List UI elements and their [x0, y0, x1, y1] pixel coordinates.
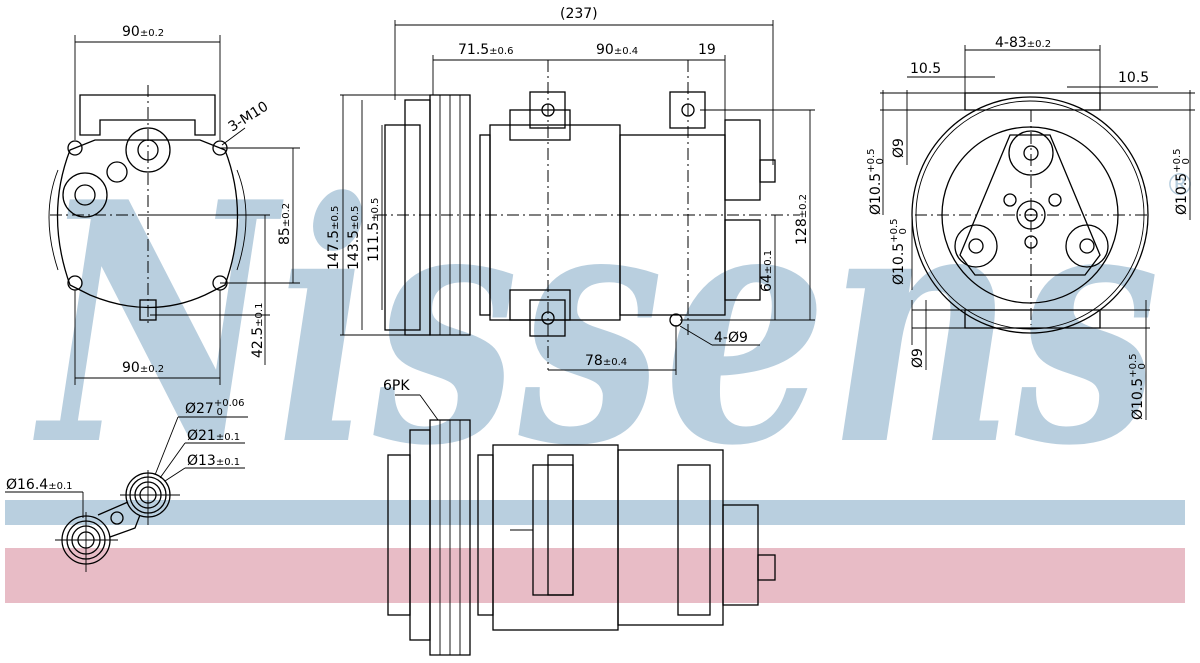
front-bottom-width-label: 90±0.2 [122, 360, 164, 376]
rear-offset-right-label: 10.5 [1118, 70, 1149, 86]
front-top-width-label: 90±0.2 [122, 24, 164, 40]
rear-dia-bottom-label: Ø10.5+0.50 [1128, 354, 1148, 421]
mount-holes-label: 4-Ø9 [714, 330, 748, 346]
rear-view [880, 45, 1195, 420]
front-height-42-label: 42.5±0.1 [250, 303, 266, 358]
port-d16-label: Ø16.4±0.1 [6, 477, 73, 493]
overall-length-label: (237) [560, 6, 598, 22]
belt-type-label: 6PK [383, 378, 410, 394]
height-64-label: 64±0.1 [759, 250, 775, 292]
rear-slot-bottom-label: Ø9 [910, 348, 926, 368]
bottom-view [387, 394, 776, 656]
port-d21-label: Ø21±0.1 [187, 428, 240, 444]
front-height-85-label: 85±0.2 [277, 203, 293, 245]
height-111-label: 111.5±0.5 [366, 198, 382, 262]
height-147-label: 147.5±0.5 [326, 206, 342, 270]
rear-spacing-label: 4-83±0.2 [995, 35, 1051, 51]
ports-detail [5, 416, 248, 572]
length-90-label: 90±0.4 [596, 42, 638, 58]
rear-slot-top-label: Ø9 [891, 138, 907, 158]
rear-dia-mid-label: Ø10.5+0.50 [889, 219, 909, 286]
length-19-label: 19 [698, 42, 716, 58]
height-128-label: 128±0.2 [794, 194, 810, 245]
length-78-label: 78±0.4 [585, 353, 627, 369]
rear-dia-right-label: Ø10.5+0.50 [1172, 149, 1192, 216]
red-band [5, 548, 1185, 603]
side-view [340, 20, 815, 375]
length-71-label: 71.5±0.6 [458, 42, 513, 58]
rear-dia-left-label: Ø10.5+0.50 [866, 149, 886, 216]
blue-band [5, 500, 1185, 525]
rear-offset-left-label: 10.5 [910, 61, 941, 77]
height-143-label: 143.5±0.5 [346, 206, 362, 270]
front-view [48, 35, 300, 385]
port-d13-label: Ø13±0.1 [187, 453, 240, 469]
